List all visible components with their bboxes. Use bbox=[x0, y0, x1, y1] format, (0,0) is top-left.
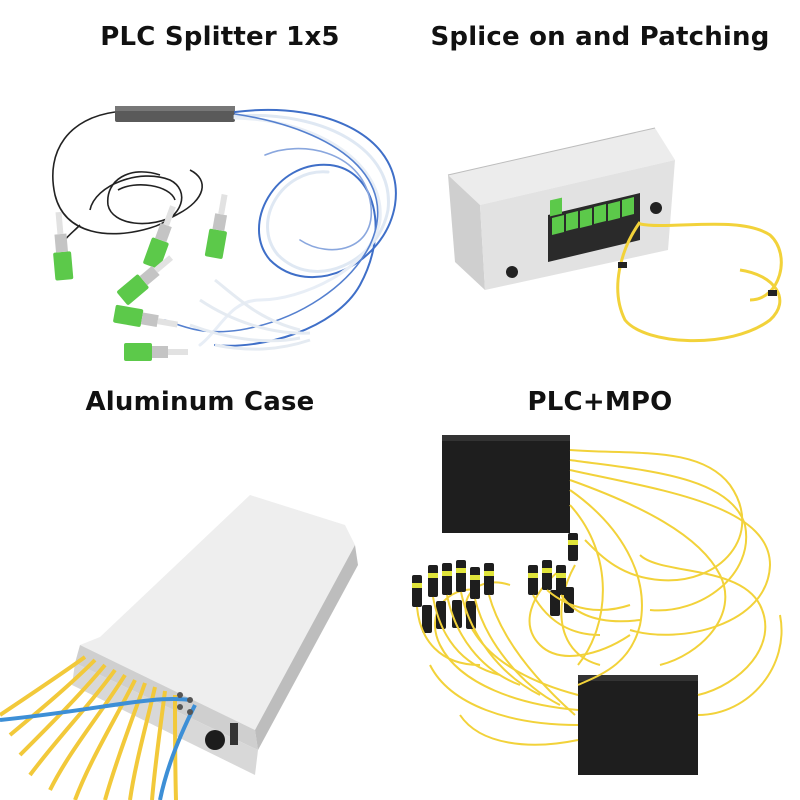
plc-splitter-image bbox=[52, 106, 397, 361]
panel-title: Aluminum Case bbox=[85, 387, 315, 417]
blue-cable bbox=[0, 697, 197, 800]
case-top bbox=[80, 495, 355, 730]
plc-mpo-image bbox=[412, 435, 783, 775]
aluminum-case-image bbox=[0, 495, 358, 800]
black-box-bottom bbox=[578, 675, 698, 775]
panel-splice-patching: Splice on and Patching bbox=[400, 0, 800, 400]
cassette-splitter-image bbox=[447, 127, 783, 343]
yellow-patch-cord bbox=[616, 221, 783, 343]
panel-aluminum-case: Aluminum Case bbox=[0, 365, 400, 800]
panel-title: PLC+MPO bbox=[527, 387, 673, 417]
panel-title: Splice on and Patching bbox=[430, 22, 770, 52]
panel-plc-splitter: PLC Splitter 1x5 bbox=[0, 0, 400, 400]
knob-icon bbox=[205, 730, 225, 750]
screw-icon bbox=[506, 266, 518, 278]
cassette-top bbox=[448, 128, 675, 205]
panel-title: PLC Splitter 1x5 bbox=[100, 22, 340, 52]
sc-connector-group bbox=[53, 194, 228, 361]
adapter-row bbox=[548, 193, 640, 262]
black-box-top bbox=[442, 435, 570, 533]
panel-plc-mpo: PLC+MPO bbox=[400, 365, 800, 775]
yellow-fiber-bundle bbox=[0, 655, 178, 800]
